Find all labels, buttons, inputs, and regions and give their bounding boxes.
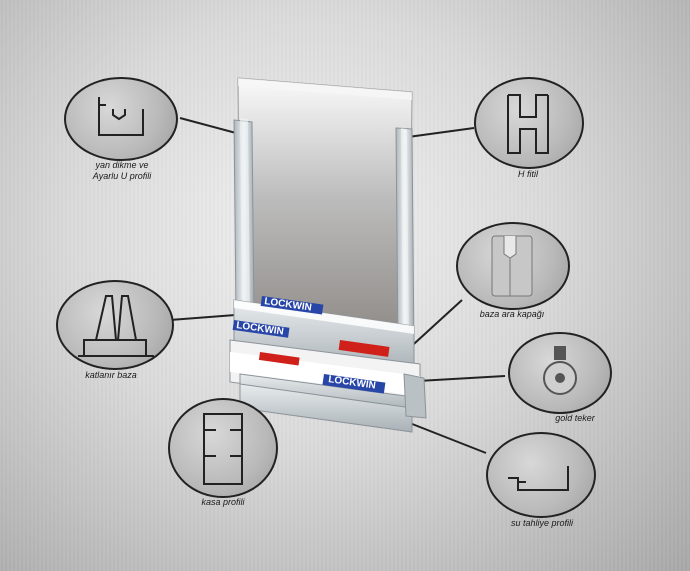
h-seal-icon [507,94,549,154]
label-kasa-profili: kasa profili [201,497,245,507]
label-yan-dikme-line2: Ayarlu U profili [92,171,152,181]
callout-su-tahliye [486,432,596,518]
label-katlanir-baza: katlanır baza [85,370,137,380]
u-profile-icon [98,97,144,136]
leader-gold-teker [417,375,506,382]
base-assembly [229,295,427,433]
label-yan-dikme: yan dikme ve Ayarlu U profili [72,160,172,182]
wheel-icon [543,346,577,395]
leader-h-fitil [407,127,475,138]
label-baza-ara-kapagi: baza ara kapağı [479,309,545,319]
label-h-fitil: H fitil [518,169,538,179]
glass-panel [237,77,413,341]
leader-su-tahliye [401,419,487,454]
callout-baza-ara-kapagi [456,222,570,310]
label-gold-teker: gold teker [555,413,595,423]
label-yan-dikme-line1: yan dikme ve [95,160,149,170]
callout-yan-dikme [64,77,178,161]
drain-profile-icon [508,466,569,491]
base-cap-icon [491,235,533,297]
folding-base-icon [78,295,154,357]
leader-yan-dikme [179,117,237,134]
callout-katlanir-baza [56,280,174,370]
label-su-tahliye: su tahliye profili [510,518,574,528]
callout-gold-teker [508,332,612,414]
side-posts [233,118,415,353]
frame-profile-icon [203,413,243,485]
callout-kasa-profili [168,398,278,498]
callout-h-fitil [474,77,584,169]
